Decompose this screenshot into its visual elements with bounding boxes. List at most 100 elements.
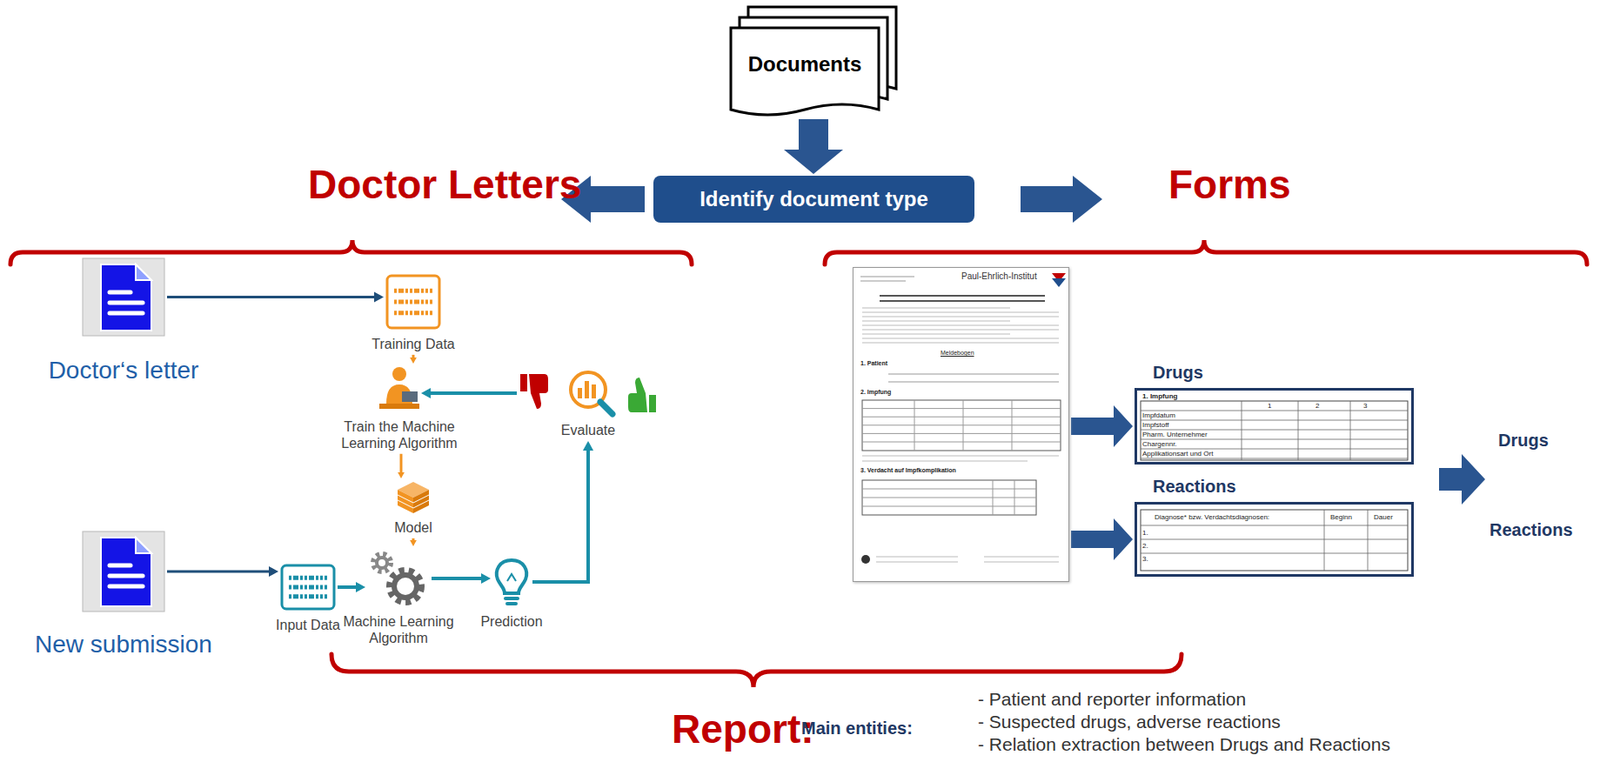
stack-label-area: Documents — [730, 27, 879, 101]
icon-part — [82, 258, 165, 336]
node-icon — [379, 365, 420, 415]
icon-part — [577, 388, 583, 399]
table-box: ReactionsDiagnose* bzw. Verdachtsdiagnos… — [1134, 502, 1414, 577]
icon-part — [862, 441, 1061, 443]
connector-line — [532, 448, 589, 583]
section-heading: Doctor Letters — [307, 161, 582, 208]
icon-part — [109, 565, 143, 587]
icon-part — [281, 565, 335, 610]
icon-node: Evaluate — [518, 368, 658, 418]
arrowhead — [421, 388, 431, 399]
icon-part — [861, 555, 871, 564]
icon-part — [888, 374, 1059, 375]
icon-part — [397, 495, 429, 509]
icon-part — [862, 497, 1037, 499]
arrowhead — [409, 357, 417, 364]
icon-part — [862, 416, 1061, 418]
icon-part — [584, 381, 590, 399]
icon-part — [860, 281, 906, 282]
table-cell: Applikationsart und Ort — [1142, 449, 1213, 458]
icon-node: Prediction — [492, 556, 531, 608]
icon-part — [600, 401, 613, 415]
icon-part — [373, 554, 391, 572]
icon-part — [394, 575, 417, 598]
icon-part — [862, 329, 1059, 331]
icon-part — [1241, 401, 1243, 461]
icon-part — [862, 461, 1028, 462]
form-sheet: Paul-Ehrlich-InstitutMeldebogen1. Patien… — [852, 267, 1070, 583]
icon-part — [1140, 429, 1408, 431]
icon-node: New submission — [81, 530, 166, 613]
icon-part — [1140, 448, 1408, 450]
arrowhead — [481, 573, 491, 584]
icon-part — [963, 400, 965, 451]
icon-part — [862, 316, 1059, 318]
document-stack: Documents — [729, 5, 898, 118]
arrowhead — [582, 441, 594, 451]
icon-part — [1011, 400, 1013, 451]
icon-part — [394, 300, 433, 305]
icon-caption: Machine Learning Algorithm — [337, 614, 460, 648]
form-lines — [853, 267, 1069, 582]
icon-part — [505, 598, 518, 604]
icon-part — [591, 384, 596, 399]
table-cell: Impfdatum — [1142, 411, 1176, 420]
icon-part — [1140, 420, 1408, 422]
connector — [1071, 518, 1133, 561]
icon-part — [862, 342, 1059, 344]
icon-part — [914, 400, 916, 451]
icon-part — [862, 433, 1061, 435]
icon-part — [135, 264, 152, 281]
text-label: Reactions — [1489, 520, 1574, 541]
icon-part — [389, 570, 422, 603]
table-cell: Diagnose* bzw. Verdachtsdiagnosen: — [1154, 513, 1270, 522]
block-arrow — [1439, 454, 1486, 505]
icon-part — [860, 276, 1061, 563]
arrowhead — [397, 472, 405, 479]
arrowhead — [374, 291, 384, 302]
icon-part — [879, 300, 1045, 302]
icon-part — [862, 400, 1061, 451]
icon-part — [1140, 410, 1408, 412]
icon-part — [1298, 401, 1299, 461]
icon-part — [109, 563, 131, 569]
icon-part — [879, 294, 1045, 297]
brace-group — [10, 240, 1587, 688]
icon-part — [1140, 401, 1408, 461]
icon-part — [1140, 439, 1408, 441]
icon-node: Train the Machine Learning Algorithm — [379, 365, 420, 415]
icon-part — [862, 455, 1059, 457]
icon-part — [413, 500, 429, 509]
table-cell: Pharm. Unternehmer — [1142, 430, 1208, 439]
icon-part — [862, 506, 1037, 508]
form-text: 3. Verdacht auf Impfkomplikation — [860, 467, 957, 475]
icon-part — [1367, 509, 1369, 571]
icon-part — [397, 489, 414, 514]
table-cell: 1. Impfung — [1142, 392, 1178, 401]
icon-part — [394, 288, 433, 294]
icon-part — [862, 338, 1059, 340]
icon-part — [507, 574, 516, 582]
icon-part — [288, 575, 328, 581]
icon-caption: Prediction — [480, 614, 543, 631]
connector — [783, 119, 844, 175]
icon-part — [992, 480, 994, 516]
form-text: 1. Patient — [860, 360, 888, 368]
table-cell: Chargennr. — [1142, 440, 1178, 449]
icon-part — [1051, 278, 1066, 288]
icon-node: Training Data — [385, 274, 442, 330]
icon-part — [984, 562, 1059, 563]
icon-part — [100, 537, 152, 607]
block-arrow — [783, 119, 844, 175]
icon-part — [628, 377, 648, 413]
table-cell: 3. — [1142, 555, 1149, 563]
icon-part — [860, 276, 915, 278]
icon-caption: Train the Machine Learning Algorithm — [334, 419, 465, 453]
connector — [167, 566, 279, 577]
arrowhead — [355, 582, 366, 593]
icon-part — [109, 290, 131, 295]
icon-part — [862, 307, 1011, 309]
block-arrow — [1071, 518, 1133, 561]
block-arrow — [1071, 405, 1133, 448]
